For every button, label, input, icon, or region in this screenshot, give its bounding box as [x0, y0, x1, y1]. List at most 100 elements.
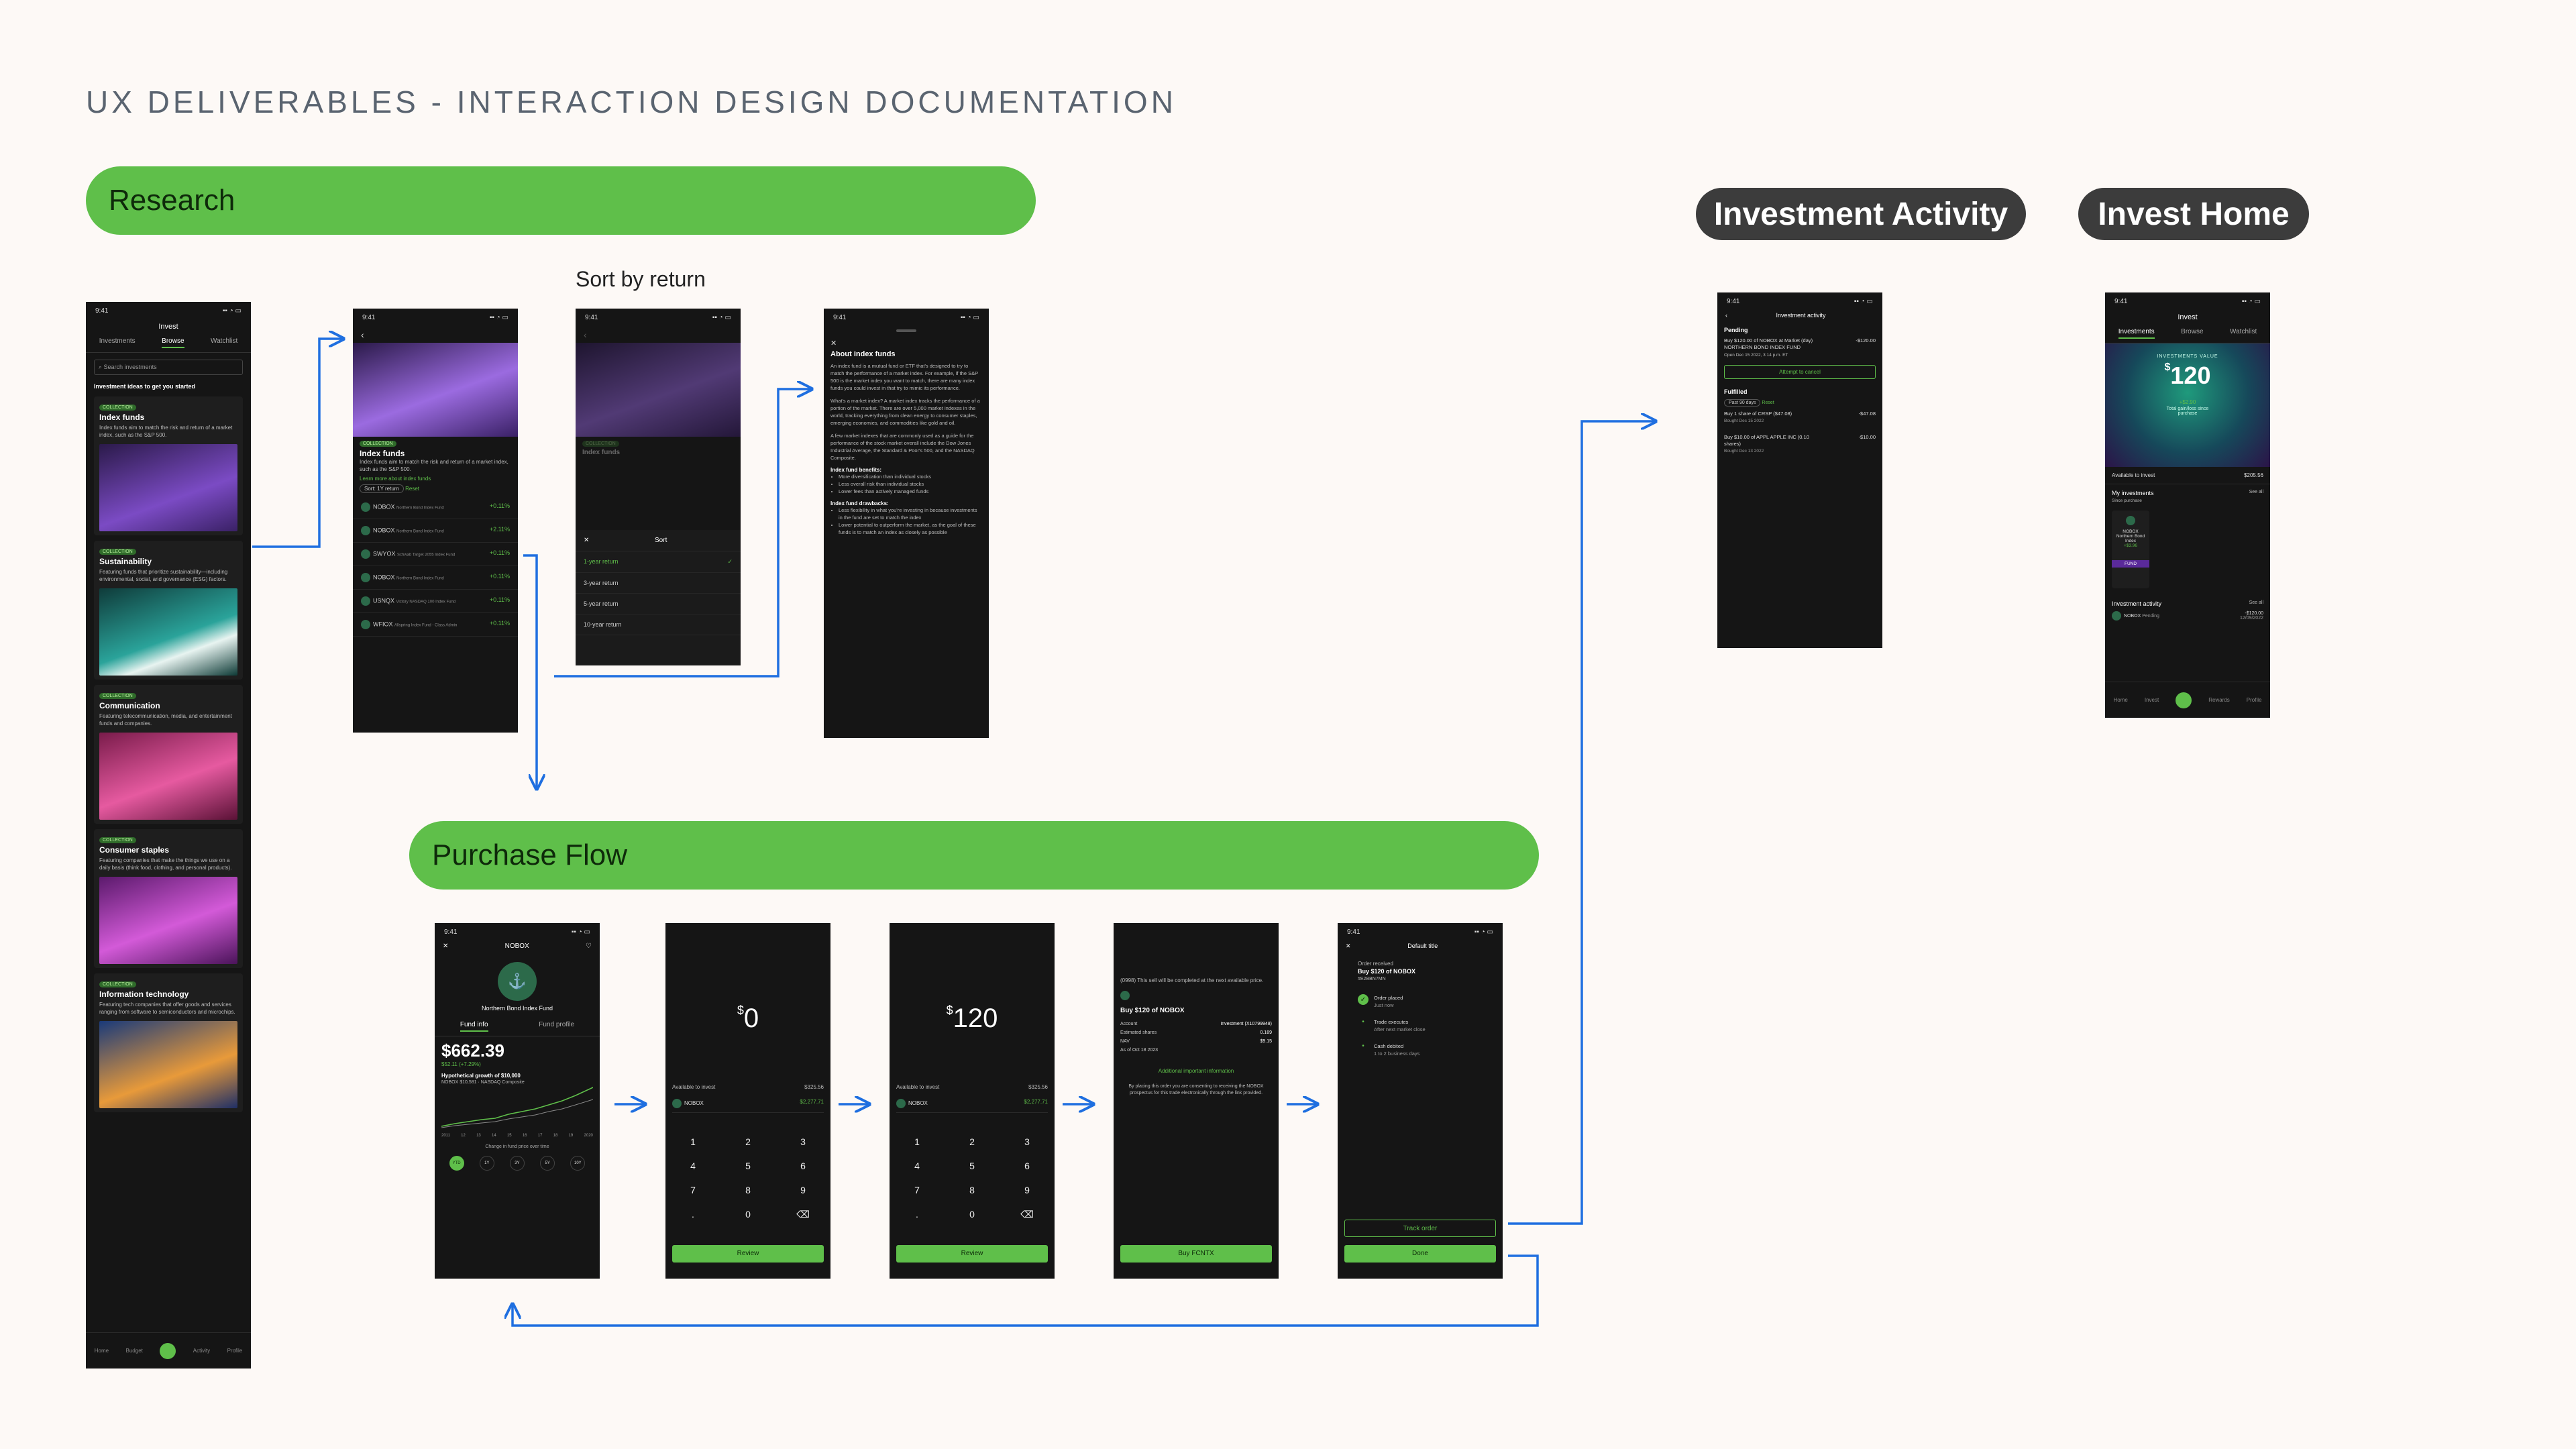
my-investments-label: My investments	[2112, 490, 2154, 496]
fund-row[interactable]: WFIOX Allspring Index Fund - Class Admin…	[353, 613, 518, 637]
tab-watchlist[interactable]: Watchlist	[2230, 328, 2257, 335]
investment-activity-label: Investment activity	[2112, 600, 2162, 607]
keypad-key[interactable]: 7	[914, 1185, 920, 1195]
check-icon: ✓	[1358, 994, 1368, 1005]
period-button[interactable]: 10Y	[570, 1156, 586, 1171]
nav-profile[interactable]: Profile	[227, 1348, 243, 1354]
keypad-key[interactable]: 2	[745, 1136, 751, 1147]
sort-option-10y[interactable]: 10-year return	[584, 621, 622, 628]
period-button[interactable]: YTD	[449, 1156, 464, 1171]
period-button[interactable]: 3Y	[509, 1156, 525, 1171]
tab-browse[interactable]: Browse	[2181, 328, 2204, 335]
see-all-activity-link[interactable]: See all	[2249, 600, 2263, 605]
nav-budget[interactable]: Budget	[125, 1348, 143, 1354]
keypad-key[interactable]: 9	[800, 1185, 806, 1195]
review-button[interactable]: Review	[672, 1245, 824, 1263]
nav-activity[interactable]: Activity	[193, 1348, 211, 1354]
tab-fund-info[interactable]: Fund info	[460, 1021, 488, 1032]
collection-card-consumer-staples[interactable]: COLLECTION Consumer staples Featuring co…	[94, 829, 243, 968]
keypad-key[interactable]: 2	[969, 1136, 975, 1147]
close-icon[interactable]: ✕	[830, 339, 837, 347]
keypad-key[interactable]: 8	[969, 1185, 975, 1195]
step-title: Order placed	[1374, 995, 1403, 1001]
tab-investments[interactable]: Investments	[2118, 328, 2155, 339]
holding-card[interactable]: NOBOX Northern Bond Index +$3.96 FUND	[2112, 511, 2149, 588]
reset-link[interactable]: Reset	[405, 486, 420, 492]
tab-watchlist[interactable]: Watchlist	[211, 337, 238, 345]
nav-rewards[interactable]: Rewards	[2208, 697, 2230, 703]
keypad-key[interactable]: 8	[745, 1185, 751, 1195]
done-button[interactable]: Done	[1344, 1245, 1496, 1263]
fund-row[interactable]: NOBOX Northern Bond Index Fund+0.11%	[353, 496, 518, 519]
keypad-key[interactable]: 6	[1024, 1161, 1030, 1171]
keypad-key[interactable]: ⌫	[1020, 1209, 1034, 1220]
sort-option-1y[interactable]: 1-year return	[584, 558, 619, 565]
fund-return: +0.11%	[489, 596, 510, 603]
nav-profile[interactable]: Profile	[2246, 697, 2262, 703]
date-filter-chip[interactable]: Past 90 days	[1724, 399, 1761, 407]
keypad-key[interactable]: 5	[745, 1161, 751, 1171]
keypad-key[interactable]: .	[916, 1209, 918, 1220]
nav-explore-icon[interactable]	[2176, 692, 2192, 708]
buy-button[interactable]: Buy FCNTX	[1120, 1245, 1272, 1263]
nav-home[interactable]: Home	[94, 1348, 109, 1354]
collection-card-index-funds[interactable]: COLLECTION Index funds Index funds aim t…	[94, 396, 243, 535]
keypad-key[interactable]: 3	[800, 1136, 806, 1147]
tab-investments[interactable]: Investments	[99, 337, 136, 345]
period-button[interactable]: 1Y	[479, 1156, 494, 1171]
keypad-key[interactable]: 9	[1024, 1185, 1030, 1195]
about-paragraph-1: An index fund is a mutual fund or ETF th…	[830, 363, 978, 391]
keypad-key[interactable]: 3	[1024, 1136, 1030, 1147]
step-icon: •	[1362, 1042, 1364, 1050]
nav-invest-icon[interactable]	[160, 1342, 176, 1359]
reset-link[interactable]: Reset	[1762, 400, 1774, 405]
activity-item[interactable]: Buy $10.00 of APPL APPLE INC (0.10 share…	[1724, 434, 1876, 455]
learn-more-link[interactable]: Learn more about index funds	[360, 476, 431, 482]
back-chevron-icon[interactable]: ‹	[361, 329, 364, 340]
close-icon[interactable]: ✕	[584, 537, 590, 544]
track-order-button[interactable]: Track order	[1344, 1220, 1496, 1237]
fund-logo-icon	[2126, 516, 2135, 525]
sort-option-3y[interactable]: 3-year return	[584, 580, 619, 586]
keypad-key[interactable]: 6	[800, 1161, 806, 1171]
review-button[interactable]: Review	[896, 1245, 1048, 1263]
sort-option-5y[interactable]: 5-year return	[584, 600, 619, 607]
nav-invest[interactable]: Invest	[2144, 697, 2159, 703]
index-funds-image	[99, 444, 237, 531]
activity-item[interactable]: Buy 1 share of CRSP ($47.08)Bought Dec 1…	[1724, 411, 1876, 425]
period-button[interactable]: 5Y	[540, 1156, 555, 1171]
search-input[interactable]: ⌕ Search investments	[94, 360, 243, 375]
fund-row[interactable]: NOBOX Northern Bond Index Fund+0.11%	[353, 566, 518, 590]
keypad-key[interactable]: 4	[914, 1161, 920, 1171]
keypad-key[interactable]: 4	[690, 1161, 696, 1171]
fund-row[interactable]: NOBOX Northern Bond Index Fund+2.11%	[353, 519, 518, 543]
keypad-key[interactable]: 1	[690, 1136, 696, 1147]
back-chevron-icon[interactable]: ‹	[1725, 312, 1727, 319]
keypad-key[interactable]: 7	[690, 1185, 696, 1195]
arrow-browse-to-index	[252, 339, 343, 548]
collection-card-sustainability[interactable]: COLLECTION Sustainability Featuring fund…	[94, 541, 243, 680]
nav-home[interactable]: Home	[2113, 697, 2128, 703]
see-all-investments-link[interactable]: See all	[2249, 490, 2263, 494]
holding-name: Northern Bond Index	[2116, 534, 2145, 543]
tab-browse[interactable]: Browse	[162, 337, 184, 348]
heart-icon[interactable]: ♡	[586, 943, 592, 950]
keypad-key[interactable]: 1	[914, 1136, 920, 1147]
sort-chip[interactable]: Sort: 1Y return	[360, 484, 404, 493]
keypad-key[interactable]: 5	[969, 1161, 975, 1171]
additional-info-link[interactable]: Additional important information	[1158, 1068, 1234, 1074]
close-icon[interactable]: ✕	[443, 943, 449, 950]
keypad-key[interactable]: 0	[969, 1209, 975, 1220]
collection-card-communication[interactable]: COLLECTION Communication Featuring telec…	[94, 685, 243, 824]
search-icon: ⌕	[99, 364, 104, 370]
cancel-order-button[interactable]: Attempt to cancel	[1724, 365, 1876, 379]
tab-fund-profile[interactable]: Fund profile	[539, 1021, 575, 1028]
keypad-key[interactable]: 0	[745, 1209, 751, 1220]
close-icon[interactable]: ✕	[1346, 943, 1351, 949]
keypad-key[interactable]: ⌫	[796, 1209, 810, 1220]
keypad-key[interactable]: .	[692, 1209, 694, 1220]
collection-card-information-technology[interactable]: COLLECTION Information technology Featur…	[94, 973, 243, 1112]
fund-row[interactable]: USNQX Victory NASDAQ 100 Index Fund+0.11…	[353, 590, 518, 613]
fund-row[interactable]: SWYOX Schwab Target 2055 Index Fund+0.11…	[353, 543, 518, 566]
